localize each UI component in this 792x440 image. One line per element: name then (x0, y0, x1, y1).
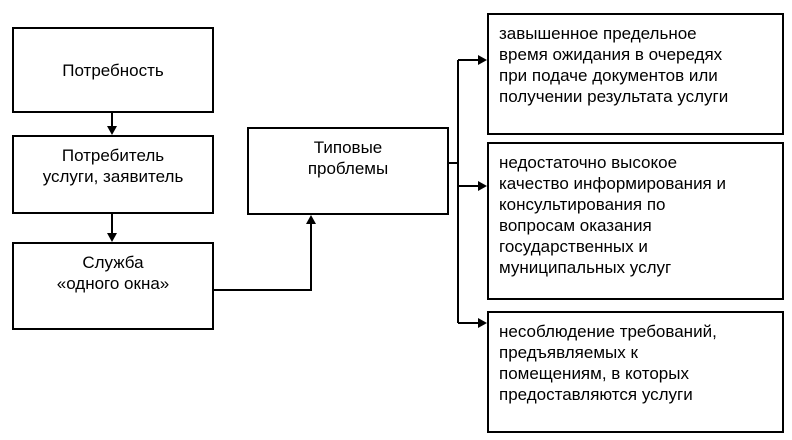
arrowhead-problem-2 (478, 181, 487, 191)
problem-1-line-4: получении результата услуги (499, 87, 729, 106)
problem-3-line-3: помещениям, в которых (499, 364, 689, 383)
need-box: Потребность (12, 27, 214, 113)
problem-box-2: недостаточно высокое качество информиров… (487, 142, 784, 300)
arrowhead-problem-3 (478, 318, 487, 328)
arrowhead-problem-1 (478, 55, 487, 65)
problem-1-line-3: при подаче документов или (499, 66, 718, 85)
problem-2-line-2: качество информирования и (499, 174, 726, 193)
arrowhead-consumer (107, 126, 117, 135)
one-window-text-line-1: Служба (82, 253, 144, 272)
arrowhead-problems (306, 215, 316, 224)
problem-2-line-1: недостаточно высокое (499, 153, 678, 172)
consumer-text-line-2: услуги, заявитель (42, 167, 184, 186)
problem-3-line-1: несоблюдение требований, (499, 322, 717, 341)
consumer-text-line-1: Потребитель (61, 146, 165, 165)
typical-problems-text-line-1: Типовые (313, 138, 383, 157)
problem-3-line-2: предъявляемых к (499, 343, 638, 362)
one-window-text-line-2: «одного окна» (56, 274, 170, 293)
problem-2-line-6: муниципальных услуг (499, 258, 672, 277)
consumer-box: Потребитель услуги, заявитель (12, 135, 214, 214)
problem-2-line-4: вопросам оказания (499, 216, 652, 235)
problem-2-line-5: государственных и (499, 237, 648, 256)
arrow-window-to-problems (212, 222, 312, 291)
problem-1-line-1: завышенное предельное (499, 24, 697, 43)
typical-problems-box: Типовые проблемы (247, 127, 449, 215)
typical-problems-text-line-2: проблемы (307, 159, 389, 178)
need-text: Потребность (62, 60, 164, 80)
problem-3-line-4: предоставляются услуги (499, 385, 693, 404)
arrowhead-window (107, 233, 117, 242)
problem-box-1: завышенное предельное время ожидания в о… (487, 13, 784, 135)
problem-box-3: несоблюдение требований, предъявляемых к… (487, 311, 784, 433)
problem-1-line-2: время ожидания в очередях (499, 45, 723, 64)
one-window-box: Служба «одного окна» (12, 242, 214, 330)
problem-2-line-3: консультирования по (499, 195, 666, 214)
